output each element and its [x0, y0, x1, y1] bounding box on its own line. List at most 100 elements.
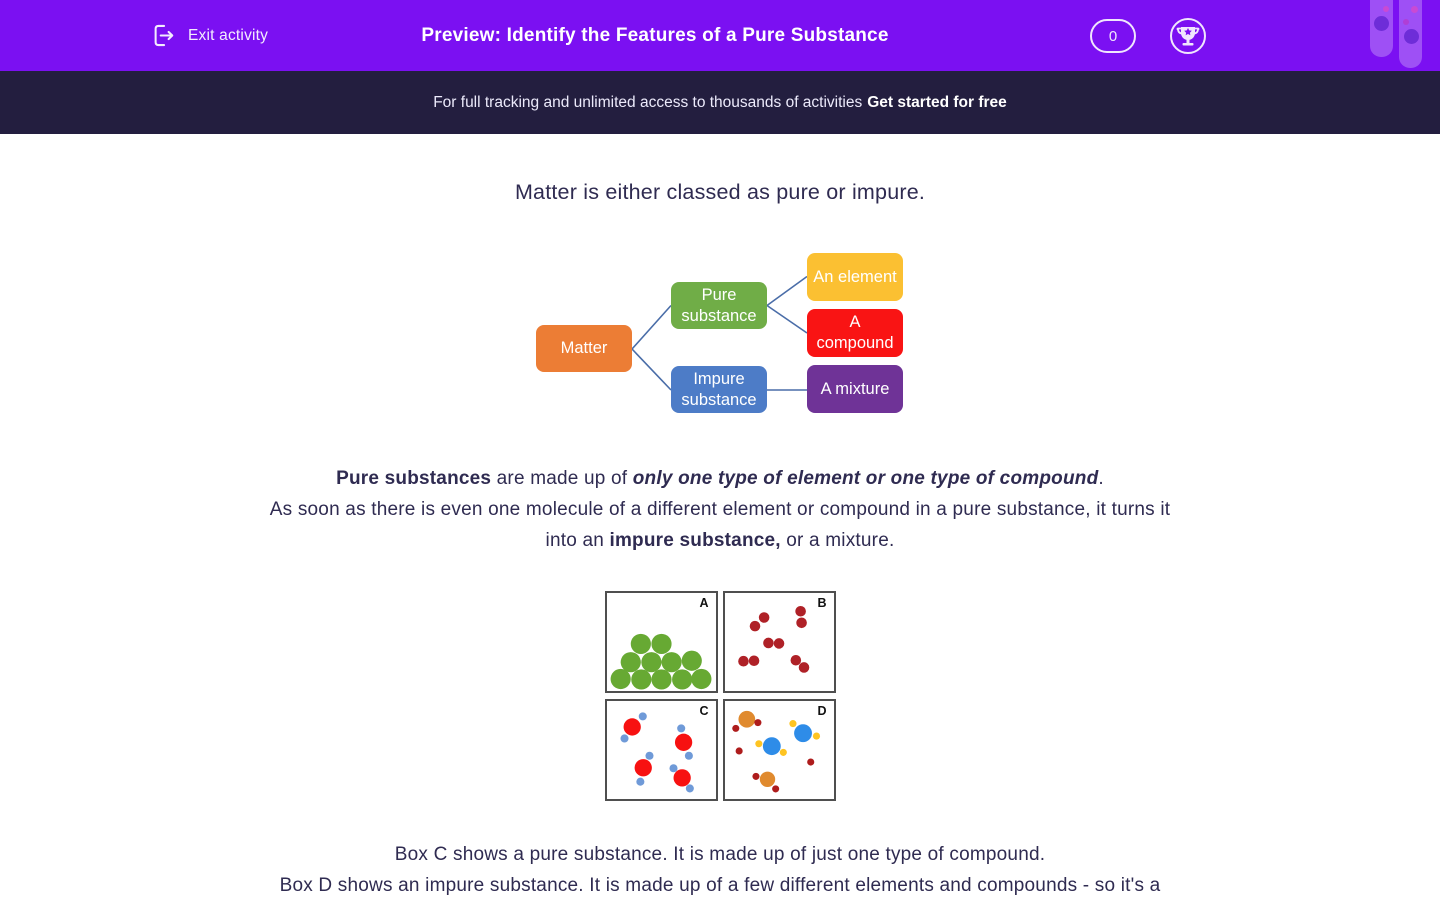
node-impure-substance: Impure substance	[671, 366, 767, 413]
molecule-circle	[794, 605, 806, 617]
rewards-button[interactable]	[1169, 17, 1207, 55]
molecule-circle	[753, 719, 761, 727]
molecule-drawing	[731, 710, 820, 793]
box-label: C	[699, 704, 709, 718]
box-explanation-text: Box C shows a pure substance. It is made…	[0, 839, 1440, 900]
molecule-circle	[758, 612, 769, 623]
text-segment: As soon as there is even one molecule of…	[269, 499, 1171, 520]
promo-text: For full tracking and unlimited access t…	[433, 93, 863, 111]
page-title: Preview: Identify the Features of a Pure…	[421, 24, 889, 46]
node-matter: Matter	[536, 325, 632, 372]
molecule-circle	[676, 724, 685, 733]
text-segment: Box C shows a pure substance. It is made…	[394, 844, 1046, 865]
logo-test-tubes-icon	[1370, 0, 1425, 75]
molecule-circle	[638, 712, 647, 721]
molecule-circle	[673, 769, 691, 787]
matter-classification-diagram: Matter Pure substance Impure substance A…	[535, 245, 905, 420]
node-pure-substance: Pure substance	[671, 282, 767, 329]
node-a-mixture: A mixture	[807, 365, 903, 413]
paragraph-line: As soon as there is even one molecule of…	[0, 494, 1440, 525]
exit-icon	[150, 22, 177, 49]
molecule-circle	[749, 620, 760, 632]
molecule-circle	[795, 617, 807, 629]
molecule-circle	[748, 655, 759, 667]
explanation-paragraph: Pure substances are made up of only one …	[0, 463, 1440, 556]
molecule-circle	[630, 669, 651, 690]
get-started-link[interactable]: Get started for free	[867, 93, 1007, 111]
molecule-circle	[731, 724, 739, 732]
node-a-compound: A compound	[807, 309, 903, 357]
test-tube-right	[1399, 0, 1422, 68]
text-segment: Box D shows an impure substance. It is m…	[279, 875, 1161, 896]
molecule-circle	[806, 758, 814, 766]
molecule-circle	[771, 785, 779, 793]
molecule-circle	[644, 751, 654, 760]
molecule-circle	[759, 771, 775, 787]
molecule-circle	[681, 650, 702, 671]
exit-activity-label: Exit activity	[188, 26, 269, 44]
molecule-circle	[684, 751, 693, 760]
molecule-circle	[640, 652, 661, 673]
molecule-circle	[779, 748, 787, 756]
tree-connectors	[631, 275, 808, 391]
molecule-circle	[751, 772, 760, 780]
molecule-circle	[754, 740, 762, 748]
molecule-circle	[762, 637, 774, 649]
molecule-circle	[671, 669, 692, 690]
text-segment: into an	[545, 530, 610, 551]
text-segment: or a mixture.	[780, 530, 895, 551]
molecule-circle	[650, 669, 672, 690]
molecule-circle	[623, 718, 641, 736]
molecule-circle	[790, 654, 801, 666]
molecule-circle	[812, 732, 820, 740]
molecule-circle	[650, 633, 672, 655]
molecule-circle	[630, 633, 651, 655]
molecule-circle	[762, 737, 781, 756]
trophy-icon	[1170, 18, 1206, 54]
molecule-circle	[773, 638, 784, 649]
paragraph-line: Pure substances are made up of only one …	[0, 463, 1440, 494]
molecule-circle	[685, 784, 694, 793]
node-an-element: An element	[807, 253, 903, 301]
molecule-circle	[634, 759, 652, 777]
box-label: A	[699, 596, 709, 610]
molecule-circle	[619, 734, 629, 743]
molecule-drawing	[737, 605, 809, 673]
molecule-circle	[668, 764, 678, 773]
molecule-box-c: C	[604, 699, 718, 801]
exit-activity-button[interactable]: Exit activity	[150, 0, 268, 71]
molecule-circle	[793, 724, 812, 743]
molecule-circle	[788, 720, 797, 728]
text-segment: are made up of	[491, 468, 633, 489]
molecule-circle	[737, 655, 749, 667]
molecule-circle	[737, 710, 755, 728]
molecule-circle	[690, 668, 711, 690]
intro-heading: Matter is either classed as pure or impu…	[514, 180, 926, 204]
footer-line: Box C shows a pure substance. It is made…	[0, 839, 1440, 870]
text-segment: only one type of element or one type of …	[632, 468, 1099, 489]
molecule-boxes-grid: A B C D	[604, 591, 836, 801]
score-counter[interactable]: 0	[1090, 19, 1136, 53]
molecule-circle	[674, 733, 692, 751]
text-segment: Pure substances	[336, 468, 492, 489]
molecule-circle	[635, 777, 644, 786]
molecule-box-b: B	[722, 591, 836, 693]
text-segment: impure substance,	[609, 530, 781, 551]
molecule-circle	[610, 668, 631, 690]
molecule-circle	[661, 652, 682, 673]
box-label: B	[817, 596, 827, 610]
box-label: D	[817, 704, 827, 718]
app-header: Exit activity Preview: Identify the Feat…	[0, 0, 1440, 71]
score-value: 0	[1108, 27, 1118, 45]
footer-line: Box D shows an impure substance. It is m…	[0, 870, 1440, 900]
activity-content: Matter is either classed as pure or impu…	[0, 134, 1440, 900]
molecule-circle	[798, 662, 809, 673]
paragraph-line: into an impure substance, or a mixture.	[0, 525, 1440, 556]
molecule-drawing	[619, 712, 694, 793]
text-segment: .	[1098, 468, 1104, 489]
molecule-circle	[620, 652, 641, 673]
molecule-circle	[735, 747, 743, 755]
test-tube-left	[1370, 0, 1393, 57]
molecule-box-d: D	[722, 699, 836, 801]
molecule-box-a: A	[604, 591, 718, 693]
